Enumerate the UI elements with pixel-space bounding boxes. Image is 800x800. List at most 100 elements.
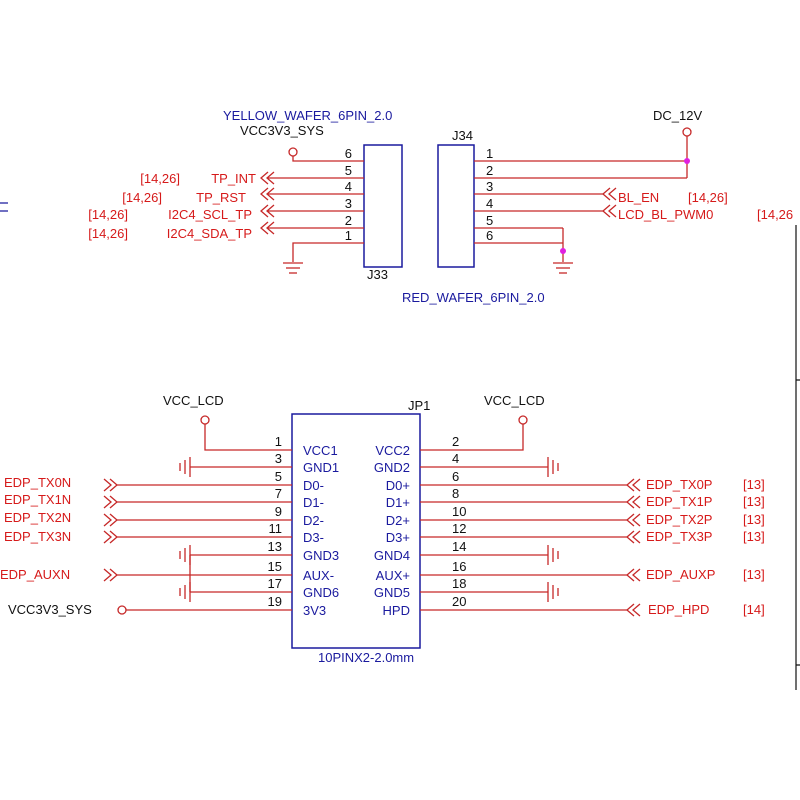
jp1-pin-9: 9 <box>275 504 282 519</box>
j34-pin-3: 3 <box>486 179 493 194</box>
jp1-pin-10: 10 <box>452 504 466 519</box>
j33-pin-2: 2 <box>345 213 352 228</box>
jp1-signal-d0-: D0+ <box>386 478 410 493</box>
net-tp-int-ref: [14,26] <box>140 171 180 186</box>
net-i2c4-scl-tp-ref: [14,26] <box>88 207 128 222</box>
j33-pin-3: 3 <box>345 196 352 211</box>
j34-value-label: RED_WAFER_6PIN_2.0 <box>402 290 545 305</box>
jp1-pin-3: 3 <box>275 451 282 466</box>
net-edp-tx2p: EDP_TX2P <box>646 512 712 527</box>
net-edp-tx1p-ref: [13] <box>743 494 765 509</box>
vcc3v3-sys-left-label: VCC3V3_SYS <box>8 602 92 617</box>
net-lcd-bl-pwm0: LCD_BL_PWM0 <box>618 207 713 222</box>
jp1-signal-d2-: D2+ <box>386 513 410 528</box>
dc-12v-power-circle <box>682 127 692 137</box>
jp1-signal-d2-: D2- <box>303 513 324 528</box>
jp1-signal-d1-: D1- <box>303 495 324 510</box>
vcc3v3-sys-power-label: VCC3V3_SYS <box>240 123 324 138</box>
net-bl-en-ref: [14,26] <box>688 190 728 205</box>
jp1-signal-aux-: AUX+ <box>376 568 410 583</box>
j33-ref-label: J33 <box>367 267 388 282</box>
page-border-fragment <box>795 225 800 690</box>
j34-ground-junction <box>560 248 566 254</box>
j33-ground-symbol <box>283 262 303 274</box>
net-edp-auxn: EDP_AUXN <box>0 567 70 582</box>
vcc-lcd-right-circle <box>518 415 528 425</box>
jp1-pin-1: 1 <box>275 434 282 449</box>
jp1-value-label: 10PINX2-2.0mm <box>318 650 414 665</box>
vcc-lcd-left-circle <box>200 415 210 425</box>
net-edp-tx0n: EDP_TX0N <box>4 475 71 490</box>
j33-pin1-wire <box>292 242 364 262</box>
net-edp-tx1p: EDP_TX1P <box>646 494 712 509</box>
net-tp-rst: TP_RST <box>196 190 246 205</box>
net-edp-tx3p-ref: [13] <box>743 529 765 544</box>
jp1-signal-hpd: HPD <box>383 603 410 618</box>
jp1-signal-vcc2: VCC2 <box>375 443 410 458</box>
jp1-pin-14: 14 <box>452 539 466 554</box>
j33-pin-6: 6 <box>345 146 352 161</box>
jp1-pin-13: 13 <box>268 539 282 554</box>
net-bl-en: BL_EN <box>618 190 659 205</box>
j33-net-chevrons <box>260 171 275 235</box>
net-edp-hpd: EDP_HPD <box>648 602 709 617</box>
jp1-signal-d3-: D3+ <box>386 530 410 545</box>
jp1-pin-5: 5 <box>275 469 282 484</box>
off-sheet-fragment <box>0 202 8 212</box>
jp1-signal-gnd5: GND5 <box>374 585 410 600</box>
net-edp-hpd-ref: [14] <box>743 602 765 617</box>
jp1-pin-6: 6 <box>452 469 459 484</box>
jp1-signal-d1-: D1+ <box>386 495 410 510</box>
jp1-right-chevrons <box>626 478 641 617</box>
j34-pin-4: 4 <box>486 196 493 211</box>
jp1-pin-2: 2 <box>452 434 459 449</box>
jp1-left-ground-2 <box>179 545 191 592</box>
j34-pin-5: 5 <box>486 213 493 228</box>
jp1-left-ground-3 <box>179 582 191 602</box>
vcc-lcd-right-label: VCC_LCD <box>484 393 545 408</box>
jp1-ref-label: JP1 <box>408 398 430 413</box>
jp1-pin-19: 19 <box>268 594 282 609</box>
dc-12v-junction <box>684 158 690 164</box>
j33-pin-4: 4 <box>345 179 352 194</box>
jp1-signal-gnd3: GND3 <box>303 548 339 563</box>
vcc-lcd-left-label: VCC_LCD <box>163 393 224 408</box>
jp1-right-ground-1 <box>547 457 559 477</box>
vcc3v3-sys-power-circle <box>288 147 298 157</box>
net-edp-auxp: EDP_AUXP <box>646 567 715 582</box>
net-edp-tx2p-ref: [13] <box>743 512 765 527</box>
jp1-left-chevrons <box>103 478 118 582</box>
jp1-signal-d3-: D3- <box>303 530 324 545</box>
jp1-pin-8: 8 <box>452 486 459 501</box>
jp1-connector-body <box>291 413 421 649</box>
jp1-pin-4: 4 <box>452 451 459 466</box>
jp1-pin-17: 17 <box>268 576 282 591</box>
jp1-right-ground-2 <box>547 545 559 565</box>
jp1-signal-gnd1: GND1 <box>303 460 339 475</box>
jp1-signal-gnd2: GND2 <box>374 460 410 475</box>
net-edp-tx0p-ref: [13] <box>743 477 765 492</box>
jp1-left-ground-1 <box>179 457 191 477</box>
j34-pin-1: 1 <box>486 146 493 161</box>
j33-pin-1: 1 <box>345 228 352 243</box>
jp1-right-ground-3 <box>547 582 559 602</box>
jp1-pin1-wire <box>204 424 292 451</box>
j33-connector-body <box>363 144 403 268</box>
jp1-signal-3v3: 3V3 <box>303 603 326 618</box>
j34-pin-2: 2 <box>486 163 493 178</box>
jp1-signal-gnd4: GND4 <box>374 548 410 563</box>
jp1-signal-gnd6: GND6 <box>303 585 339 600</box>
net-edp-tx3n: EDP_TX3N <box>4 529 71 544</box>
net-tp-rst-ref: [14,26] <box>122 190 162 205</box>
j33-pin6-wire <box>292 156 364 162</box>
jp1-pin-12: 12 <box>452 521 466 536</box>
jp1-pin-7: 7 <box>275 486 282 501</box>
net-edp-tx1n: EDP_TX1N <box>4 492 71 507</box>
jp1-pin-11: 11 <box>269 521 283 536</box>
net-edp-tx0p: EDP_TX0P <box>646 477 712 492</box>
j33-pin-5: 5 <box>345 163 352 178</box>
net-tp-int: TP_INT <box>211 171 256 186</box>
jp1-signal-aux-: AUX- <box>303 568 334 583</box>
